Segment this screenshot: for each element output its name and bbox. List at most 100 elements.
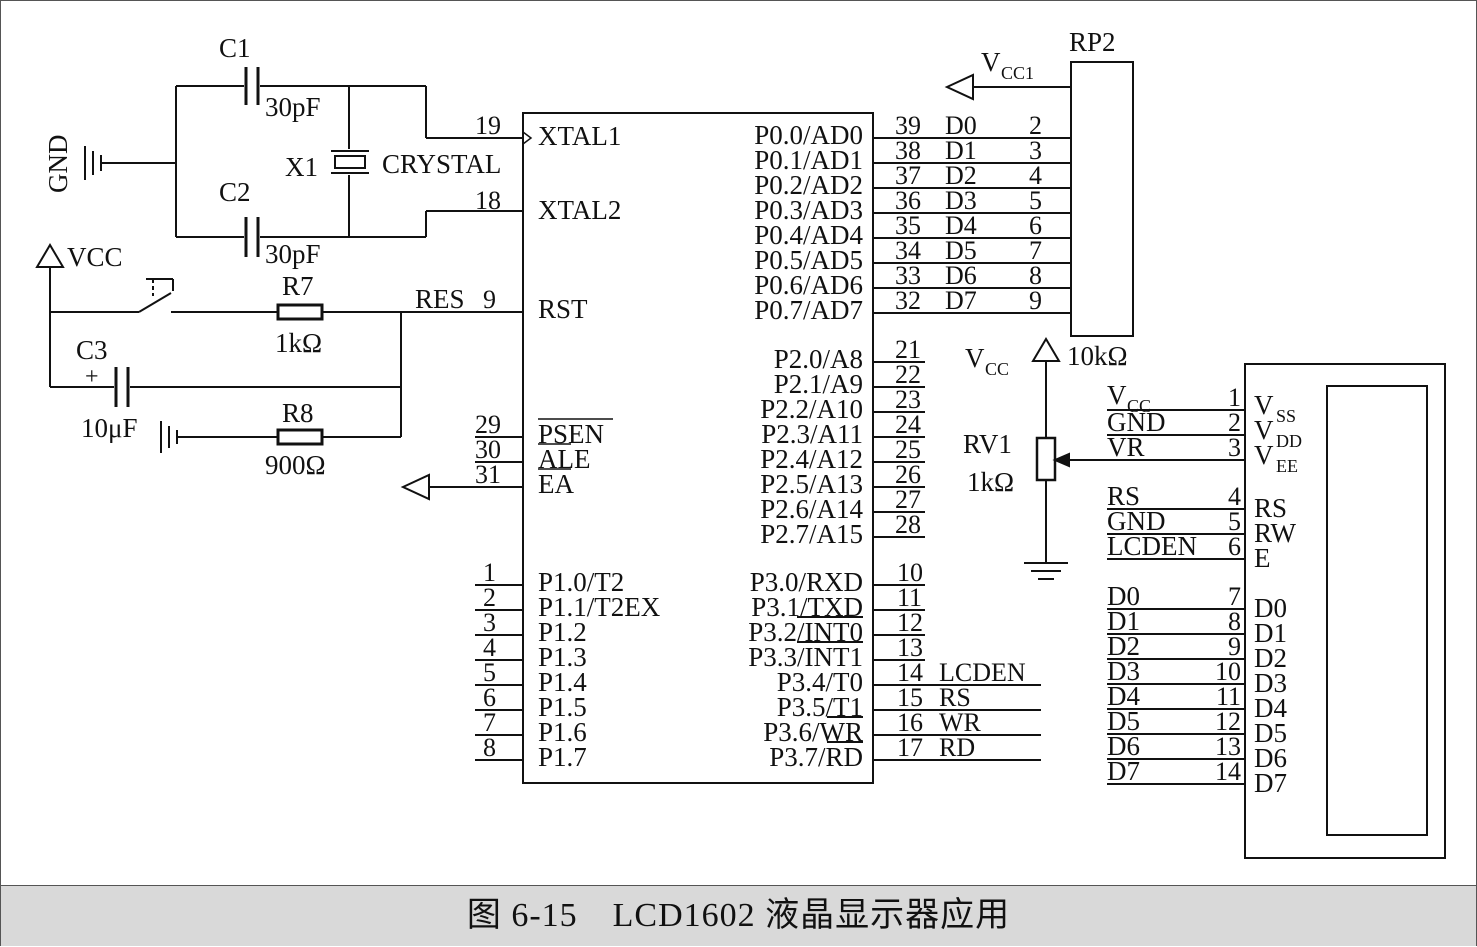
lcd-pin-name: D4 (1254, 693, 1287, 723)
p0-pin-name: P0.4/AD4 (754, 220, 863, 250)
p0-net-label: D2 (945, 161, 977, 190)
p2-pin-number: 21 (895, 335, 921, 364)
p3-net-label: RD (939, 733, 975, 762)
p0-pin-number: 34 (895, 236, 921, 265)
p1-pin-number: 6 (483, 683, 496, 712)
pin-name-ea: EA (538, 469, 574, 499)
lcd-net-label: D0 (1107, 581, 1140, 611)
p2-pin-name: P2.5/A13 (760, 469, 863, 499)
gnd-left-label: GND (43, 135, 73, 194)
p1-pin-name: P1.6 (538, 717, 587, 747)
lcd-pin-name: D3 (1254, 668, 1287, 698)
p0-pin-name: P0.0/AD0 (754, 120, 863, 150)
lcd-net-label: D2 (1107, 631, 1140, 661)
p1-pin-number: 2 (483, 583, 496, 612)
r8-value: 900Ω (265, 450, 326, 480)
p3-net-label: RS (939, 683, 971, 712)
pin-name-xtal2: XTAL2 (538, 195, 621, 225)
lcd-net-label: D6 (1107, 731, 1140, 761)
c1-label: C1 (219, 33, 251, 63)
lcd-pin-name: D1 (1254, 618, 1287, 648)
p2-pin-number: 26 (895, 460, 921, 489)
vcc1-sub: CC1 (1001, 63, 1034, 83)
p1-pin-number: 3 (483, 608, 496, 637)
vcc-rv-main: V (965, 343, 985, 373)
p0-pin-number: 39 (895, 111, 921, 140)
p1-pin-number: 8 (483, 733, 496, 762)
p0-pin-name: P0.7/AD7 (754, 295, 863, 325)
p2-pin-name: P2.6/A14 (760, 494, 863, 524)
p3-pin-number: 13 (897, 633, 923, 662)
p1-pin-name: P1.1/T2EX (538, 592, 661, 622)
p1-pin-name: P1.5 (538, 692, 587, 722)
p3-pin-number: 14 (897, 658, 923, 687)
p3-pin-name: P3.5/T1 (777, 692, 863, 722)
p1-pin-name: P1.2 (538, 617, 587, 647)
p0-pin-number: 38 (895, 136, 921, 165)
p0-pin-name: P0.1/AD1 (754, 145, 863, 175)
p3-pin-number: 12 (897, 608, 923, 637)
caption-bar: 图 6-15 LCD1602 液晶显示器应用 (1, 885, 1476, 946)
lcd-pin-name: E (1254, 543, 1271, 573)
rp2-pin-number: 2 (1029, 111, 1042, 140)
p0-pin-name: P0.6/AD6 (754, 270, 863, 300)
lcd-pin-name-sub: DD (1276, 431, 1302, 451)
lcd-net-label: LCDEN (1107, 531, 1197, 561)
c3-label: C3 (76, 335, 108, 365)
p2-pin-number: 22 (895, 360, 921, 389)
lcd-net-label: V (1107, 380, 1127, 410)
p3-pin-name: P3.2/INT0 (748, 617, 863, 647)
p0-pin-number: 33 (895, 261, 921, 290)
p0-pin-name: P0.3/AD3 (754, 195, 863, 225)
lcd-pin-number: 13 (1215, 732, 1241, 761)
lcd-pin-number: 4 (1228, 482, 1241, 511)
rp2-label: RP2 (1069, 27, 1116, 57)
p2-pin-name: P2.2/A10 (760, 394, 863, 424)
p2-pin-number: 25 (895, 435, 921, 464)
p3-pin-name: P3.0/RXD (750, 567, 863, 597)
lcd-net-label: D3 (1107, 656, 1140, 686)
p3-pin-name: P3.1/TXD (751, 592, 863, 622)
p1-pin-number: 1 (483, 558, 496, 587)
p3-pin-number: 16 (897, 708, 923, 737)
p2-pin-name: P2.3/A11 (761, 419, 863, 449)
p3-pin-number: 15 (897, 683, 923, 712)
lcd-net-label: D4 (1107, 681, 1140, 711)
rp2-pin-number: 9 (1029, 286, 1042, 315)
p0-net-label: D0 (945, 111, 977, 140)
p1-pin-name: P1.7 (538, 742, 587, 772)
lcd-net-label: GND (1107, 407, 1166, 437)
p1-pin-name: P1.3 (538, 642, 587, 672)
c3-value: 10μF (81, 413, 138, 443)
pin-num-psen: 29 (475, 410, 501, 439)
lcd-pin-number: 1 (1228, 383, 1241, 412)
lcd-pin-name: RS (1254, 493, 1287, 523)
p2-pin-number: 28 (895, 510, 921, 539)
rp2-pin-number: 7 (1029, 236, 1042, 265)
lcd-pin-name: V (1254, 440, 1274, 470)
lcd-net-label: GND (1107, 506, 1166, 536)
lcd-pin-number: 12 (1215, 707, 1241, 736)
pin-name-psen: PSEN (538, 419, 604, 449)
lcd-pin-number: 5 (1228, 507, 1241, 536)
lcd-pin-name: V (1254, 415, 1274, 445)
lcd-pin-number: 9 (1228, 632, 1241, 661)
lcd-net-label: D1 (1107, 606, 1140, 636)
p0-net-label: D4 (945, 211, 977, 240)
rv1-label: RV1 (963, 429, 1012, 459)
p3-pin-number: 11 (897, 583, 922, 612)
c3-plus: + (85, 364, 99, 390)
p0-pin-number: 32 (895, 286, 921, 315)
lcd-net-label-sub: CC (1127, 396, 1151, 416)
lcd-pin-name: D6 (1254, 743, 1287, 773)
p0-pin-number: 36 (895, 186, 921, 215)
pin-num-xtal2: 18 (475, 186, 501, 215)
lcd-pin-number: 11 (1216, 682, 1241, 711)
p2-pin-number: 27 (895, 485, 921, 514)
p3-net-label: LCDEN (939, 658, 1026, 687)
pin-num-ea: 31 (475, 460, 501, 489)
lcd-pin-name-sub: EE (1276, 456, 1298, 476)
lcd-pin-name: V (1254, 390, 1274, 420)
p2-pin-name: P2.1/A9 (774, 369, 863, 399)
p3-pin-name: P3.7/RD (769, 742, 863, 772)
